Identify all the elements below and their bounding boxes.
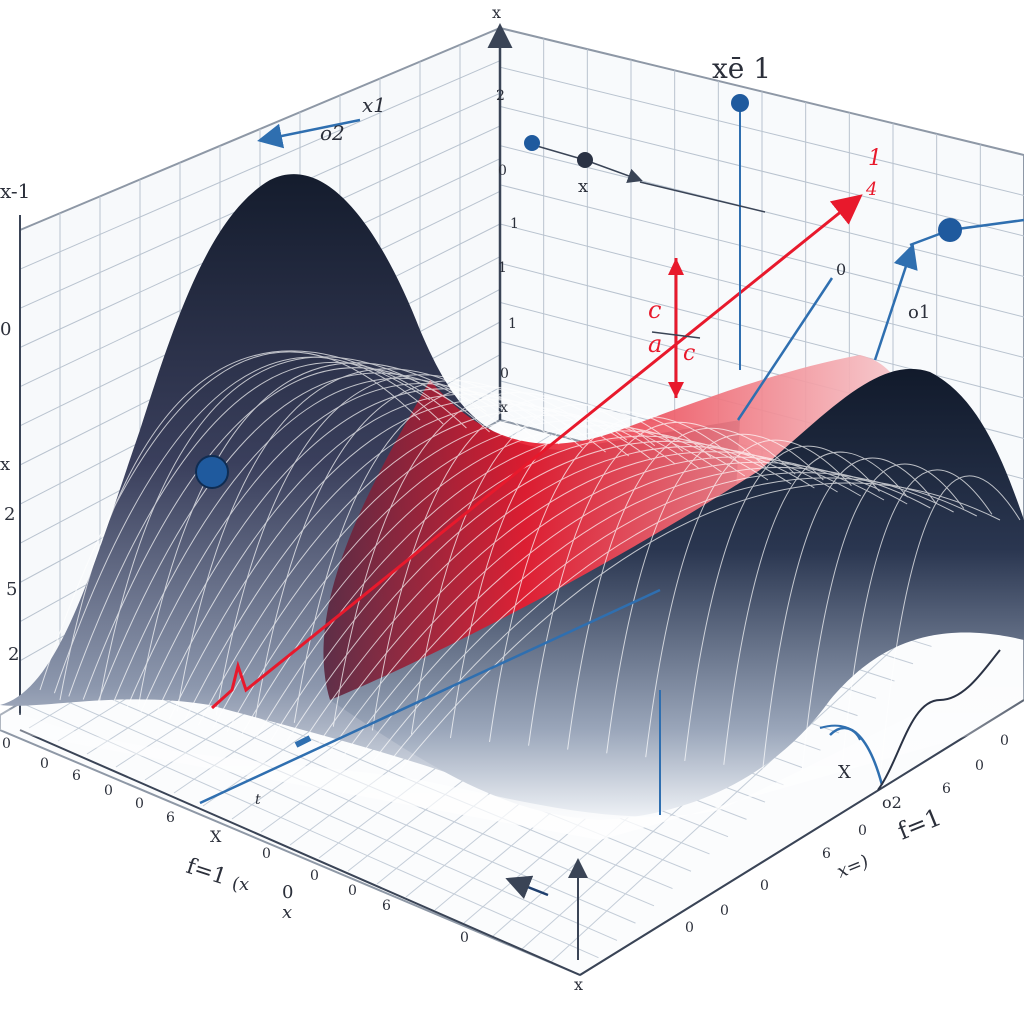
red-marker-right-label: c (683, 341, 695, 366)
floor-bottom-axis-label: x (574, 975, 583, 994)
point-top-wall (731, 94, 749, 112)
labels: x xē 1 x1 o2 x x-1 1 4 0 o1 f=1 (x 0 x x… (0, 3, 1009, 994)
floor-right-x: X (838, 762, 851, 783)
floor-tick-9: 6 (382, 898, 391, 914)
wall-tick-1: 0 (498, 163, 507, 179)
floor-tick-6: 0 (262, 846, 271, 862)
left-formula: x-1 (0, 179, 30, 203)
wall-tick-2: 1 (510, 216, 519, 232)
wall-tick-4: 1 (508, 316, 517, 332)
wall-tick-5: 0 (500, 366, 509, 382)
point-wall-x (577, 152, 593, 168)
floor-right-formula: x=) (834, 851, 872, 883)
surface-mesh (0, 174, 1024, 840)
floor-tick-0: 0 (2, 736, 11, 752)
wall-tick-0: 2 (496, 88, 505, 104)
floor-center-label: t (255, 792, 261, 808)
left-tick-2: 2 (4, 504, 15, 525)
top-arrow-label-1: x1 (362, 93, 386, 117)
blue-arrows (199, 105, 1024, 960)
floor-left-sub2: x (282, 902, 292, 923)
floor-center-x: X (210, 827, 222, 846)
floor-tick-18: 0 (1000, 733, 1009, 749)
top-arrow-label-2: o2 (320, 121, 345, 145)
wall-tick-3: 1 (498, 260, 507, 276)
data-points (195, 94, 962, 489)
right-wall-label-1: 0 (836, 260, 846, 279)
floor-tick-8: 0 (348, 883, 357, 899)
floor-left-sub: 0 (282, 882, 293, 903)
point-left-surface (195, 455, 229, 489)
point-right (938, 218, 962, 242)
floor-tick-3: 0 (104, 783, 113, 799)
right-arrow-denominator: 4 (865, 179, 877, 200)
red-gradient-arrow (210, 194, 863, 710)
floor-tick-7: 0 (310, 868, 319, 884)
floor-tick-5: 6 (166, 810, 175, 826)
floor-tick-11: 0 (685, 920, 694, 936)
top-formula: xē 1 (712, 52, 771, 85)
right-wall-label-2: o1 (908, 302, 930, 323)
floor-tick-17: 0 (975, 758, 984, 774)
red-marker-left-label: a (648, 330, 662, 358)
wall-tick-6: x (500, 400, 508, 416)
floor-tick-4: 0 (135, 796, 144, 812)
floor-tick-1: 0 (40, 756, 49, 772)
floor-tick-16: 6 (942, 781, 951, 797)
floor-tick-14: 6 (822, 846, 831, 862)
top-point-label: x (578, 176, 588, 197)
floor-tick-10: 0 (460, 930, 469, 946)
floor-tick-13: 0 (760, 878, 769, 894)
point-wall-small (524, 135, 540, 151)
red-marker-top-label: c (648, 296, 661, 324)
surface-right-ridge (330, 368, 1024, 820)
floor-left-formula: (x (232, 874, 249, 895)
floor-axis-right (579, 699, 1024, 976)
red-marker: c a c (648, 258, 701, 398)
left-tick-4: 2 (8, 644, 19, 665)
left-tick-1: x (0, 454, 10, 475)
floor-tick-12: 0 (720, 903, 729, 919)
floor-left-label: f=1 (183, 854, 229, 890)
floor-right-label-2: o2 (882, 793, 902, 812)
floor-tick-2: 6 (72, 768, 81, 784)
top-vertical-axis-label: x (492, 3, 501, 22)
left-tick-3: 5 (6, 579, 17, 600)
right-arrow-numerator: 1 (868, 146, 882, 171)
left-tick-0: 0 (0, 319, 11, 340)
floor-tick-15: 0 (858, 823, 867, 839)
surface-saddle (323, 355, 901, 700)
floor-axis-left (19, 729, 581, 976)
